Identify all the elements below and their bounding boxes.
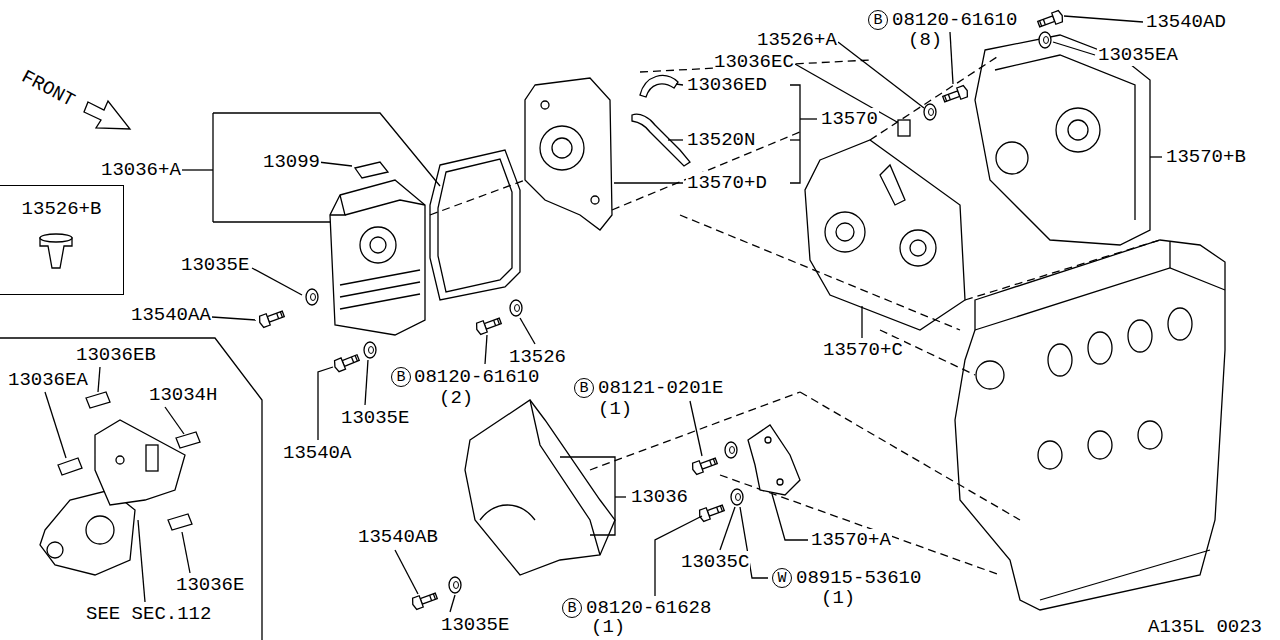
part-number: 13035E <box>180 254 250 276</box>
bracket <box>748 425 800 495</box>
part-number: 13570+D <box>686 172 768 194</box>
part-number: 13540AB <box>357 526 439 548</box>
part-number: 13526+A <box>756 29 838 51</box>
gasket <box>430 150 520 300</box>
part-number: 13540AA <box>130 304 212 326</box>
rear-plate <box>525 78 612 230</box>
part-number: 13526 <box>508 346 567 368</box>
bolt-symbol-letter: B <box>868 10 888 30</box>
rocker-cover <box>330 180 425 335</box>
part-number: 13036EC <box>713 51 795 73</box>
quantity: (1) <box>597 398 633 420</box>
quantity: (8) <box>907 29 943 51</box>
legend-box: 13526+B <box>0 185 124 295</box>
engine-block <box>955 240 1225 610</box>
part-number: 13520N <box>686 129 756 151</box>
part-number: 13570+B <box>1165 146 1247 168</box>
part-number: 13036E <box>175 574 245 596</box>
part-number: 13034H <box>148 384 218 406</box>
washer-symbol-letter: W <box>772 568 792 588</box>
direction-label: FRONT <box>17 65 79 112</box>
bolt-symbol-letter: B <box>391 367 411 387</box>
part-number: 13570+C <box>822 339 904 361</box>
part-number: 13540AD <box>1145 11 1227 33</box>
belt-cover <box>465 400 615 575</box>
front-plate <box>805 140 965 330</box>
part-number: 08120-61610 <box>891 9 1018 31</box>
quantity: (1) <box>820 587 856 609</box>
part-number: 13035E <box>440 614 510 636</box>
part-number: 13035E <box>340 407 410 429</box>
timing-cover <box>975 35 1150 245</box>
pump-bracket <box>95 420 185 505</box>
part-number: 13036ED <box>686 74 768 96</box>
part-number: 13540A <box>282 442 352 464</box>
part-number: 13570+A <box>810 529 892 551</box>
part-number: 08915-53610 <box>795 567 922 589</box>
quantity: (2) <box>438 387 474 409</box>
part-number: 13526+B <box>0 198 123 220</box>
part-number: 13036+A <box>100 159 182 181</box>
part-number: 08121-0201E <box>597 377 724 399</box>
front-arrow <box>84 101 130 129</box>
figure-code: A135L 0023 <box>1147 616 1263 638</box>
part-number: 13036EA <box>7 369 89 391</box>
part-number: 13036EB <box>75 344 157 366</box>
bolt-symbol-letter: B <box>574 378 594 398</box>
part-number: 13036 <box>630 486 689 508</box>
part-number: 13099 <box>262 151 321 173</box>
section-note: SEE SEC.112 <box>85 603 212 625</box>
bolt-symbol-letter: B <box>562 598 582 618</box>
part-number: 13035C <box>680 551 750 573</box>
part-number: 08120-61610 <box>413 366 540 388</box>
part-number: 13570 <box>820 108 879 130</box>
part-number: 13035EA <box>1097 44 1179 66</box>
quantity: (1) <box>590 616 626 638</box>
